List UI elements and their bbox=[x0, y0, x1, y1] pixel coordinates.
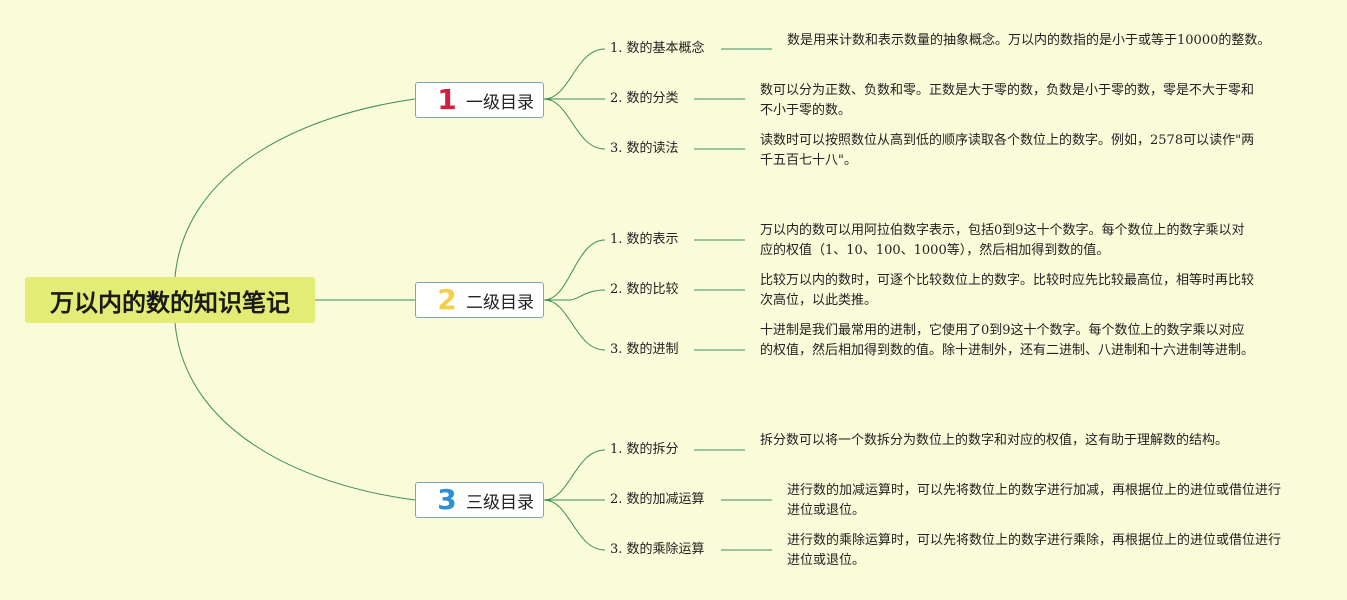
description-3-2: 进行数的加减运算时，可以先将数位上的数字进行加减，再根据位上的进位或借位进行进位… bbox=[787, 483, 1282, 518]
category-label: 三级目录 bbox=[466, 492, 534, 513]
number-three-badge: 3 bbox=[437, 483, 457, 516]
category-node-2[interactable]: 2 二级目录 bbox=[415, 282, 544, 318]
link-root-cat1 bbox=[174, 98, 416, 278]
subtopic-1-2[interactable]: 2. 数的分类 bbox=[610, 91, 679, 106]
number-two-badge: 2 bbox=[437, 283, 457, 316]
description-1-1: 数是用来计数和表示数量的抽象概念。万以内的数指的是小于或等于10000的整数。 bbox=[787, 33, 1271, 48]
category-node-1[interactable]: 1 一级目录 bbox=[415, 82, 544, 118]
link-root-cat3 bbox=[174, 322, 416, 501]
description-1-3: 读数时可以按照数位从高到低的顺序读取各个数位上的数字。例如，2578可以读作"两… bbox=[760, 133, 1255, 168]
link-cat2-item1 bbox=[543, 239, 606, 301]
link-cat3-item1 bbox=[543, 449, 606, 501]
category-node-3[interactable]: 3 三级目录 bbox=[415, 482, 544, 518]
category-label: 二级目录 bbox=[466, 292, 534, 313]
subtopic-2-1[interactable]: 1. 数的表示 bbox=[610, 232, 679, 247]
subtopic-2-2[interactable]: 2. 数的比较 bbox=[610, 282, 679, 297]
subtopic-3-2[interactable]: 2. 数的加减运算 bbox=[610, 492, 705, 507]
link-cat3-item3 bbox=[543, 499, 606, 551]
number-one-badge: 1 bbox=[437, 83, 457, 116]
category-label: 一级目录 bbox=[466, 92, 534, 113]
link-cat2-item3 bbox=[543, 299, 606, 351]
subtopic-3-1[interactable]: 1. 数的拆分 bbox=[610, 442, 679, 457]
link-cat2-item2 bbox=[544, 289, 606, 301]
description-3-1: 拆分数可以将一个数拆分为数位上的数字和对应的权值，这有助于理解数的结构。 bbox=[760, 433, 1229, 448]
subtopic-2-3[interactable]: 3. 数的进制 bbox=[610, 342, 679, 357]
subtopic-1-1[interactable]: 1. 数的基本概念 bbox=[610, 41, 705, 56]
description-1-2: 数可以分为正数、负数和零。正数是大于零的数，负数是小于零的数，零是不大于零和不小… bbox=[760, 83, 1255, 118]
link-cat1-item1 bbox=[543, 48, 606, 100]
subtopic-1-3[interactable]: 3. 数的读法 bbox=[610, 141, 679, 156]
description-2-1: 万以内的数可以用阿拉伯数字表示，包括0到9这十个数字。每个数位上的数字乘以对应的… bbox=[760, 223, 1245, 258]
root-topic[interactable]: 万以内的数的知识笔记 bbox=[25, 277, 315, 323]
description-3-3: 进行数的乘除运算时，可以先将数位上的数字进行乘除，再根据位上的进位或借位进行进位… bbox=[787, 533, 1282, 568]
description-2-3: 十进制是我们最常用的进制，它使用了0到9这十个数字。每个数位上的数字乘以对应的权… bbox=[760, 323, 1255, 358]
description-2-2: 比较万以内的数时，可逐个比较数位上的数字。比较时应先比较最高位，相等时再比较次高… bbox=[760, 273, 1255, 308]
subtopic-3-3[interactable]: 3. 数的乘除运算 bbox=[610, 542, 705, 557]
link-cat1-item3 bbox=[543, 98, 606, 150]
